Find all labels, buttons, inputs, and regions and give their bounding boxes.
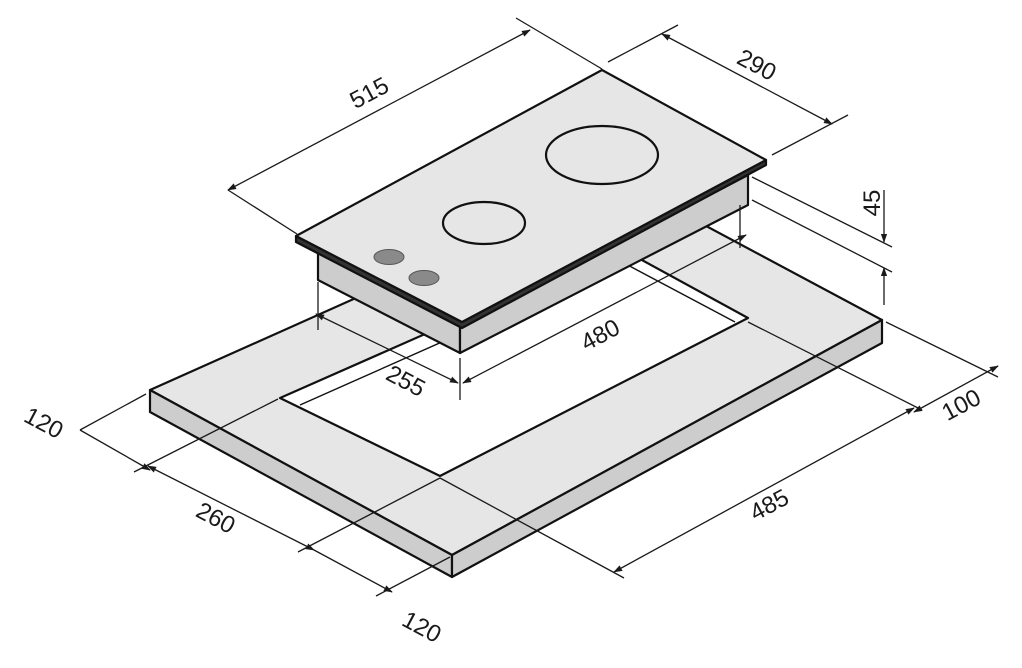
- dim-label-front-offset: 260: [192, 497, 240, 540]
- dimension-lines: [79, 17, 999, 597]
- dim-label-margin-back: 100: [937, 384, 985, 427]
- dim-label-hob-height: 45: [859, 190, 886, 217]
- dim-label-hob-width: 290: [733, 44, 781, 87]
- dim-label-margin-left: 120: [20, 402, 68, 445]
- knob-icon: [408, 270, 440, 286]
- knob-icon: [373, 249, 405, 265]
- dim-label-hob-length: 515: [345, 72, 393, 115]
- dim-label-worktop-depth: 485: [745, 484, 793, 527]
- burner-ring-icon: [544, 124, 660, 186]
- dim-label-margin-front: 120: [398, 606, 446, 649]
